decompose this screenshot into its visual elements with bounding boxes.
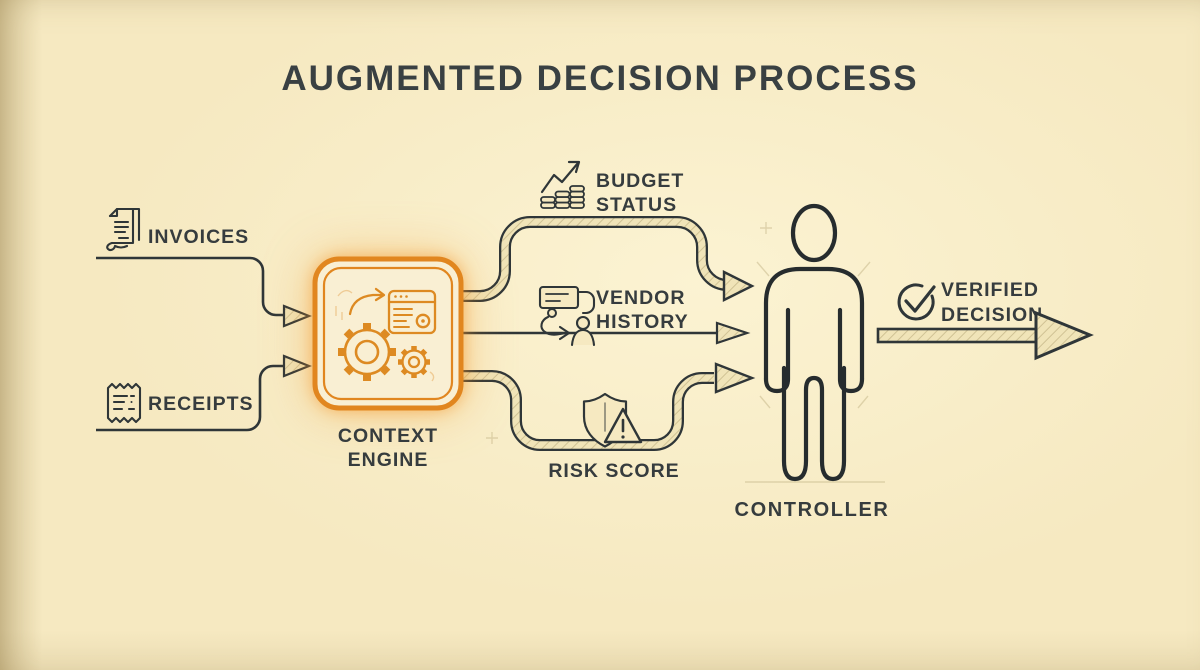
vendor-flow-person-icon [538, 285, 596, 347]
signal-risk: RISK SCORE [548, 392, 679, 482]
invoice-document-icon [106, 207, 141, 252]
output-verified-decision: VERIFIED DECISION [876, 279, 1094, 361]
receipts-label: RECEIPTS [148, 393, 254, 415]
diagram-title: AUGMENTED DECISION PROCESS [281, 59, 918, 98]
receipt-icon [106, 382, 142, 424]
budget-label-line1: BUDGET [596, 170, 684, 192]
engine-label-line1: CONTEXT [338, 425, 438, 447]
receipts-arrowhead-icon [282, 354, 312, 378]
input-invoices: INVOICES [96, 207, 312, 328]
signal-budget: BUDGET STATUS [540, 160, 684, 216]
invoices-label: INVOICES [148, 226, 249, 248]
budget-label-line2: STATUS [596, 194, 677, 216]
input-receipts: RECEIPTS [96, 354, 312, 432]
coin-stacks-growth-icon [540, 160, 585, 209]
engine-label-line2: ENGINE [348, 449, 429, 471]
risk-arrowhead-icon [714, 362, 756, 394]
vendor-arrowhead-icon [715, 321, 751, 345]
pipe-budget [458, 216, 755, 302]
controller-label: CONTROLLER [735, 499, 890, 521]
person-outline-icon [763, 203, 865, 482]
small-gear-icon [398, 346, 430, 378]
sketch-construction-marks [486, 222, 885, 483]
vendor-label-line1: VENDOR [596, 287, 685, 309]
invoices-flow-line [96, 256, 284, 317]
risk-label-line1: RISK SCORE [548, 460, 679, 482]
shield-warning-icon [582, 392, 643, 448]
verified-label-line2: DECISION [941, 304, 1043, 326]
signal-vendor: VENDOR HISTORY [538, 285, 689, 347]
invoices-arrowhead-icon [282, 304, 312, 328]
verified-label-line1: VERIFIED [941, 279, 1039, 301]
receipts-flow-line [96, 364, 284, 432]
context-engine-box [312, 256, 464, 411]
check-circle-icon [897, 283, 936, 321]
pipe-risk [458, 362, 756, 451]
verified-decision-arrow-icon [876, 310, 1094, 361]
gears-window-icon [335, 287, 437, 382]
vendor-label-line2: HISTORY [596, 311, 689, 333]
controller-figure: CONTROLLER [735, 203, 890, 521]
budget-arrowhead-icon [722, 270, 755, 302]
big-gear-icon [338, 323, 396, 381]
